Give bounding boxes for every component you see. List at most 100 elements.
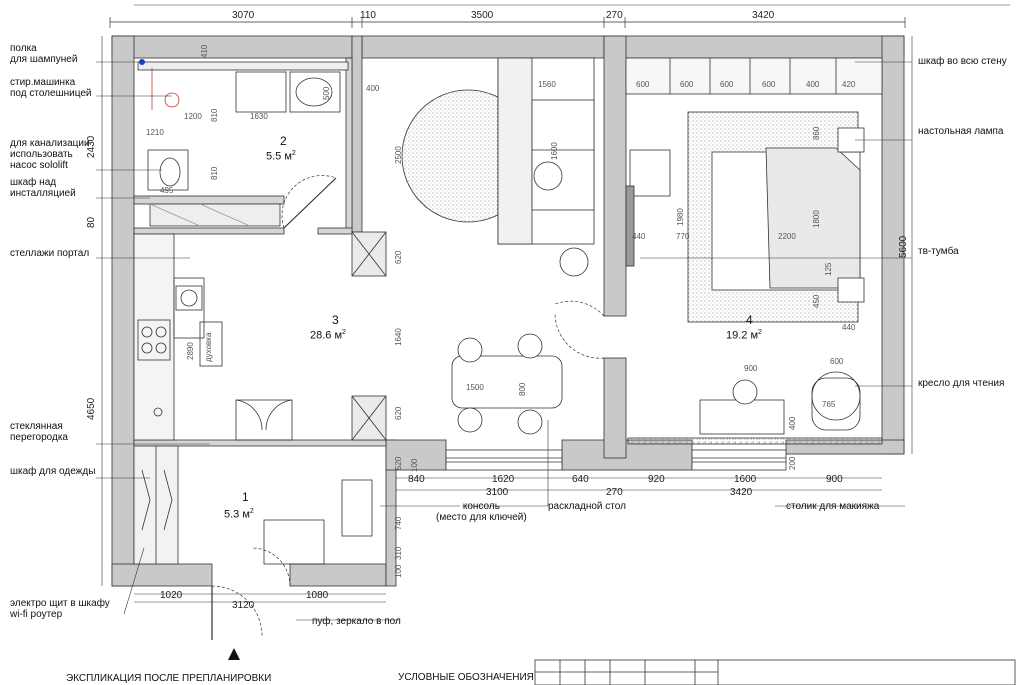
dim-entry-2: 1080 bbox=[306, 590, 329, 601]
bottom-dimension-lines bbox=[101, 36, 913, 603]
dim-top-3: 270 bbox=[606, 10, 623, 21]
dim-bed-0: 420 bbox=[842, 80, 856, 89]
room-3-area-unit: 2 bbox=[342, 329, 346, 336]
portal-racks bbox=[351, 231, 387, 441]
label-lamp: настольная лампа bbox=[918, 126, 1004, 137]
cabinet-label-0: 600 bbox=[636, 80, 650, 89]
dim-bed-12: 765 bbox=[822, 400, 836, 409]
dim-bath-4: 495 bbox=[160, 186, 174, 195]
label-wall-cabinet: шкаф во всю стену bbox=[918, 56, 1007, 67]
room-4-number: 4 bbox=[746, 313, 753, 327]
bathroom-walls bbox=[133, 57, 387, 447]
windows bbox=[445, 449, 787, 471]
room-1-area-unit: 2 bbox=[249, 508, 254, 515]
dim-bed-4: 1980 bbox=[676, 208, 685, 226]
dim-bed-1: 2200 bbox=[778, 232, 796, 241]
label-glass-line1: стеклянная bbox=[10, 421, 63, 432]
dim-bath-1: 1630 bbox=[250, 112, 268, 121]
label-glass-line2: перегородка bbox=[10, 432, 68, 443]
dim-bottom1-0: 840 bbox=[408, 474, 425, 485]
label-console: консоль (место для ключей) bbox=[436, 501, 527, 523]
dim-entry-1: 3120 bbox=[232, 600, 255, 611]
dim-bottom2-1: 270 bbox=[606, 487, 623, 498]
room-1-area-value: 5.3 м bbox=[224, 508, 250, 521]
room-3-area-value: 28.6 м bbox=[310, 329, 343, 342]
dim-bed-5: 1800 bbox=[812, 210, 821, 228]
label-shelf: полка для шампуней bbox=[10, 43, 77, 65]
label-chair: кресло для чтения bbox=[918, 378, 1005, 389]
dim-living-12: 740 bbox=[394, 516, 403, 530]
label-console-line2: (место для ключей) bbox=[436, 512, 527, 523]
label-shelf-line2: для шампуней bbox=[10, 54, 78, 65]
label-pump-line1: для канализации bbox=[10, 138, 90, 149]
dim-living-9: 2890 bbox=[186, 342, 195, 360]
bedroom-furniture bbox=[625, 57, 883, 445]
cabinet-label-4: 400 bbox=[806, 80, 820, 89]
dim-bed-8: 450 bbox=[812, 294, 821, 308]
dim-right-0: 5600 bbox=[898, 235, 909, 258]
room-4-area-unit: 2 bbox=[758, 329, 762, 336]
dim-living-0: 400 bbox=[366, 84, 380, 93]
door-leaves bbox=[211, 177, 337, 640]
label-panel-line2: wi-fi роутер bbox=[10, 609, 63, 620]
footer-explication: ЭКСПЛИКАЦИЯ ПОСЛЕ ПРЕПЛАНИРОВКИ bbox=[66, 673, 272, 684]
dim-top-4: 3420 bbox=[752, 10, 775, 21]
dim-living-1: 1560 bbox=[538, 80, 556, 89]
kitchen-oven-label: духовка bbox=[204, 332, 213, 362]
label-panel-line1: электро щит в шкафу bbox=[10, 598, 110, 609]
dim-left-2: 4650 bbox=[86, 397, 97, 420]
dim-living-14: 100 bbox=[394, 564, 403, 578]
label-tv: тв-тумба bbox=[918, 246, 959, 257]
dim-bath-3: 1210 bbox=[146, 128, 164, 137]
dim-bed-11: 900 bbox=[744, 364, 758, 373]
dim-living-11: 100 bbox=[410, 458, 419, 472]
label-installation-line1: шкаф над bbox=[10, 177, 57, 188]
label-washer-line2: под столешницей bbox=[10, 88, 92, 99]
dim-bed-14: 200 bbox=[788, 456, 797, 470]
dim-left-1: 80 bbox=[86, 216, 97, 228]
dim-bath-0: 1200 bbox=[184, 112, 202, 121]
dim-bottom2-2: 3420 bbox=[730, 487, 753, 498]
doors bbox=[211, 175, 605, 637]
dim-bed-13: 400 bbox=[788, 416, 797, 430]
dim-bed-2: 440 bbox=[632, 232, 646, 241]
dim-living-2: 2500 bbox=[394, 146, 403, 164]
label-vanity: столик для макияжа bbox=[786, 501, 880, 512]
dim-living-7: 1500 bbox=[466, 383, 484, 392]
dim-bottom1-3: 920 bbox=[648, 474, 665, 485]
label-installation-line2: инсталляцией bbox=[10, 188, 76, 199]
dim-bottom1-5: 900 bbox=[826, 474, 843, 485]
label-pump-line2: использовать bbox=[10, 149, 73, 160]
label-racks: стеллажи портал bbox=[10, 248, 90, 259]
label-washer-line1: стир.машинка bbox=[10, 77, 76, 88]
room-2-area: 5.5 м2 bbox=[266, 150, 296, 163]
label-installation: шкаф над инсталляцией bbox=[10, 177, 76, 199]
dim-bottom1-4: 1600 bbox=[734, 474, 757, 485]
dim-living-13: 310 bbox=[394, 546, 403, 560]
dim-bath-2: 810 bbox=[210, 108, 219, 122]
label-wardrobe: шкаф для одежды bbox=[10, 466, 96, 477]
dim-living-4: 620 bbox=[394, 250, 403, 264]
dim-bed-9: 440 bbox=[842, 323, 856, 332]
label-panel: электро щит в шкафу wi-fi роутер bbox=[10, 598, 110, 620]
living-furniture bbox=[401, 57, 595, 435]
dim-living-10: 520 bbox=[394, 456, 403, 470]
footer-legend: УСЛОВНЫЕ ОБОЗНАЧЕНИЯ bbox=[398, 672, 534, 683]
room-4-area: 19.2 м2 bbox=[726, 329, 762, 342]
footer-grid bbox=[534, 659, 1016, 685]
room-3-area: 28.6 м2 bbox=[310, 329, 346, 342]
label-washer: стир.машинка под столешницей bbox=[10, 77, 91, 99]
room-1-area: 5.3 м2 bbox=[224, 508, 254, 521]
dim-living-5: 1640 bbox=[394, 328, 403, 346]
cabinet-label-2: 600 bbox=[720, 80, 734, 89]
entrance-marker bbox=[228, 648, 240, 660]
room-1-number: 1 bbox=[242, 490, 249, 504]
room-4-area-value: 19.2 м bbox=[726, 329, 759, 342]
label-pump-line3: насос sololift bbox=[10, 160, 68, 171]
dim-top-0: 3070 bbox=[232, 10, 255, 21]
dim-bed-7: 125 bbox=[824, 262, 833, 276]
dim-bottom1-1: 1620 bbox=[492, 474, 515, 485]
top-dimension-line bbox=[109, 4, 1010, 28]
dim-bottom1-2: 640 bbox=[572, 474, 589, 485]
